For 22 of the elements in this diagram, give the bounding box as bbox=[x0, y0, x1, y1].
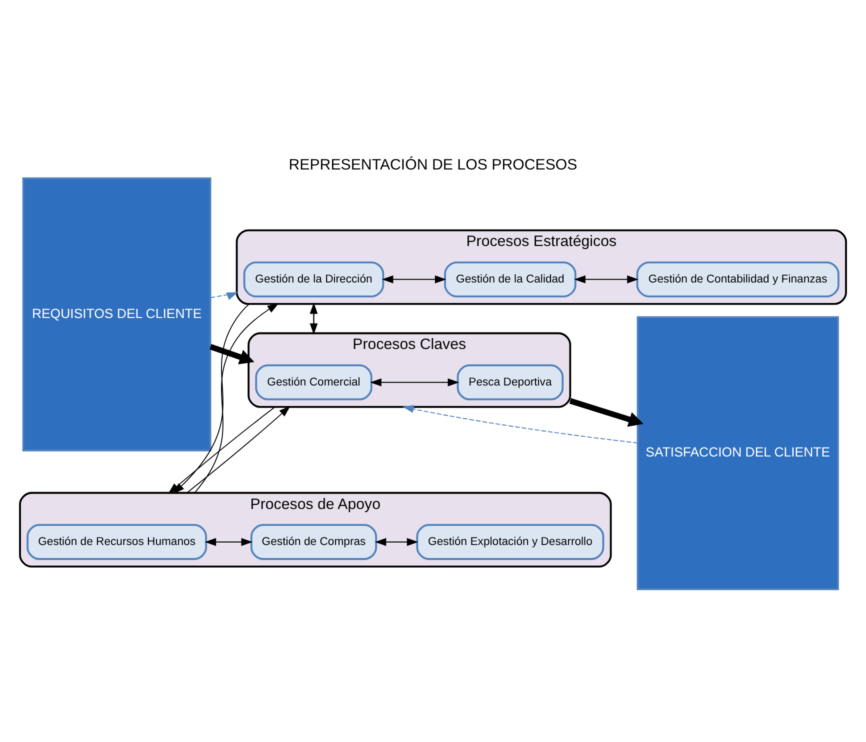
arrow bbox=[370, 378, 460, 386]
node-box: Gestión de Recursos Humanos bbox=[26, 524, 208, 560]
arrow bbox=[186, 405, 290, 493]
node-box: SATISFACCION DEL CLIENTE bbox=[636, 316, 839, 590]
node-box: Gestión de Compras bbox=[250, 524, 378, 560]
arrow bbox=[574, 274, 638, 283]
node-box: Gestión Explotación y Desarrollo bbox=[416, 524, 604, 560]
node-box: Gestión de la Dirección bbox=[243, 260, 384, 297]
arrow bbox=[569, 398, 644, 426]
arrow bbox=[402, 404, 638, 443]
node-box: Gestión de Contabilidad y Finanzas bbox=[636, 260, 840, 297]
arrow bbox=[194, 302, 279, 493]
node-box: Gestión Comercial bbox=[255, 364, 372, 400]
arrow bbox=[374, 538, 418, 546]
diagram-title: REPRESENTACIÓN DE LOS PROCESOS bbox=[288, 156, 578, 174]
arrow bbox=[204, 538, 253, 546]
arrow bbox=[382, 274, 446, 283]
node-box: REQUISITOS DEL CLIENTE bbox=[22, 176, 212, 451]
arrow bbox=[210, 292, 238, 300]
node-box: Pesca Deportiva bbox=[456, 364, 564, 400]
arrow bbox=[210, 344, 254, 364]
node-box: Gestión de la Calidad bbox=[444, 260, 576, 297]
